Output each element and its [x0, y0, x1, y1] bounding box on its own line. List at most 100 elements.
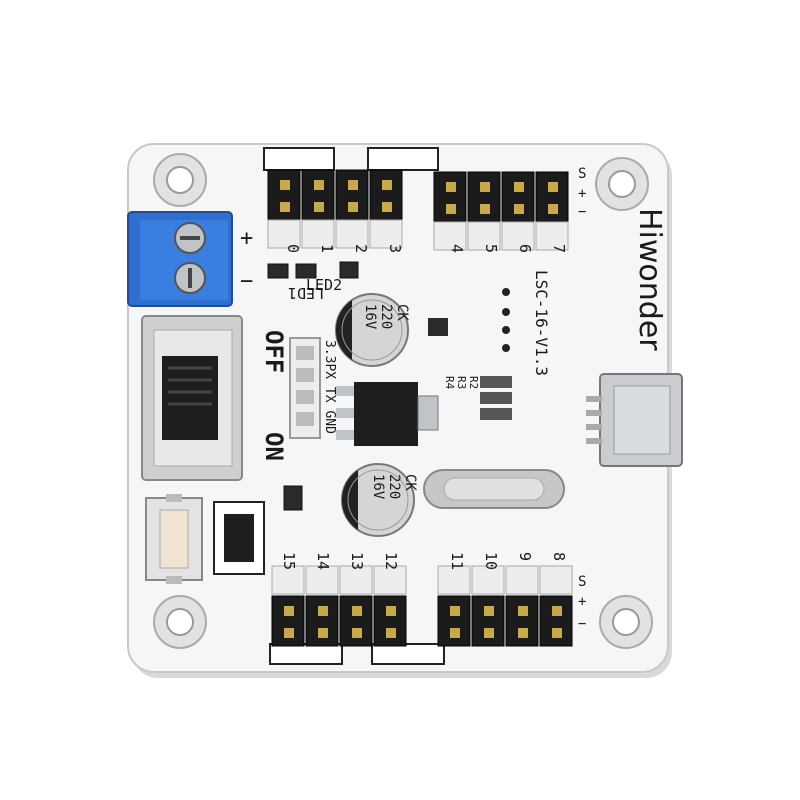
servo-pin-header[interactable] [437, 595, 471, 647]
channel-number-label: 2 [352, 244, 370, 253]
resistor-icon [480, 376, 512, 388]
servo-header-top-right[interactable] [433, 171, 569, 251]
minus-label: − [240, 269, 253, 294]
pin-tip-icon [480, 182, 490, 192]
model-label: LSC-16-V1.3 [532, 270, 551, 376]
servo-pin-header[interactable] [339, 595, 373, 647]
polarity-mark: S [578, 574, 586, 590]
notch-marker [367, 147, 439, 171]
cap-bottom-line3: 16V [370, 474, 386, 500]
pin-tip-icon [518, 606, 528, 616]
resistor-label: R3 [455, 376, 468, 389]
power-slide-switch[interactable] [141, 315, 243, 481]
pin-tip-icon [386, 606, 396, 616]
notch-marker [269, 643, 343, 665]
channel-number-label: 10 [482, 552, 500, 570]
notch-marker [371, 643, 445, 665]
servo-signal-pin[interactable] [437, 565, 471, 595]
servo-pin-header[interactable] [373, 595, 407, 647]
servo-signal-pin[interactable] [373, 565, 407, 595]
servo-signal-pin[interactable] [505, 565, 539, 595]
pin-tip-icon [450, 628, 460, 638]
led-1-icon [267, 263, 289, 279]
channel-number-label: 1 [318, 244, 336, 253]
servo-pin-header[interactable] [267, 169, 301, 221]
servo-pin-header[interactable] [369, 169, 403, 221]
channel-number-label: 7 [550, 244, 568, 253]
pin-tip-icon [548, 182, 558, 192]
pin-tip-icon [446, 182, 456, 192]
servo-pin-header[interactable] [305, 595, 339, 647]
channel-number-label: 13 [348, 552, 366, 570]
off-label: OFF [260, 330, 288, 373]
servo-signal-pin[interactable] [471, 565, 505, 595]
pin-tip-icon [314, 180, 324, 190]
channel-number-label: 3 [386, 244, 404, 253]
servo-pin-header[interactable] [535, 171, 569, 223]
reset-push-button[interactable] [145, 494, 203, 584]
channel-number-label: 12 [382, 552, 400, 570]
pin-tip-icon [514, 204, 524, 214]
channel-number-label: 4 [448, 244, 466, 253]
power-terminal-block[interactable] [127, 211, 233, 307]
servo-signal-pin[interactable] [369, 219, 403, 249]
servo-pin-header[interactable] [501, 171, 535, 223]
servo-header-bottom-left[interactable] [271, 565, 407, 647]
servo-signal-pin[interactable] [467, 221, 501, 251]
cap-top-line2: 220 [378, 304, 394, 329]
servo-signal-pin[interactable] [501, 221, 535, 251]
servo-pin-header[interactable] [539, 595, 573, 647]
servo-signal-pin[interactable] [301, 219, 335, 249]
pin-dot-icon [502, 288, 510, 296]
pin-tip-icon [284, 628, 294, 638]
resistor-icon [480, 408, 512, 420]
cap-bottom-line2: 220 [386, 474, 402, 499]
pin-tip-icon [484, 606, 494, 616]
servo-pin-header[interactable] [301, 169, 335, 221]
servo-pin-header[interactable] [433, 171, 467, 223]
cap-top-line3: 16V [362, 304, 378, 330]
servo-signal-pin[interactable] [335, 219, 369, 249]
servo-signal-pin[interactable] [267, 219, 301, 249]
smd-component-icon [339, 261, 359, 279]
servo-header-top-left[interactable] [267, 169, 403, 249]
crystal-oscillator [423, 469, 565, 509]
resistor-label: R2 [467, 376, 480, 389]
mounting-hole-top-left [153, 153, 207, 207]
servo-pin-header[interactable] [335, 169, 369, 221]
servo-signal-pin[interactable] [271, 565, 305, 595]
servo-header-bottom-right[interactable] [437, 565, 573, 647]
servo-pin-header[interactable] [505, 595, 539, 647]
pin-tip-icon [280, 202, 290, 212]
pin-tip-icon [450, 606, 460, 616]
channel-number-label: 8 [550, 552, 568, 561]
led1-label: LED1 [288, 284, 324, 302]
led-2-icon [295, 263, 317, 279]
servo-pin-header[interactable] [467, 171, 501, 223]
servo-signal-pin[interactable] [339, 565, 373, 595]
pin-tip-icon [352, 628, 362, 638]
polarity-mark: S [578, 166, 586, 182]
pin-tip-icon [280, 180, 290, 190]
pin-dot-icon [502, 326, 510, 334]
pin-tip-icon [382, 180, 392, 190]
led2-label: LED2 [306, 276, 342, 294]
servo-pin-header[interactable] [471, 595, 505, 647]
servo-signal-pin[interactable] [433, 221, 467, 251]
servo-pin-header[interactable] [271, 595, 305, 647]
pin-tip-icon [318, 628, 328, 638]
mounting-hole-bottom-left [153, 595, 207, 649]
brand-logo-text: Hiwonder [632, 208, 667, 351]
uart-connector[interactable] [289, 337, 321, 439]
capacitor-top [335, 293, 409, 367]
polarity-mark: + [578, 594, 586, 610]
servo-signal-pin[interactable] [535, 221, 569, 251]
servo-signal-pin[interactable] [539, 565, 573, 595]
micro-usb-port[interactable] [586, 373, 683, 467]
channel-number-label: 5 [482, 244, 500, 253]
diode-component [213, 501, 265, 575]
pin-tip-icon [552, 628, 562, 638]
servo-signal-pin[interactable] [305, 565, 339, 595]
